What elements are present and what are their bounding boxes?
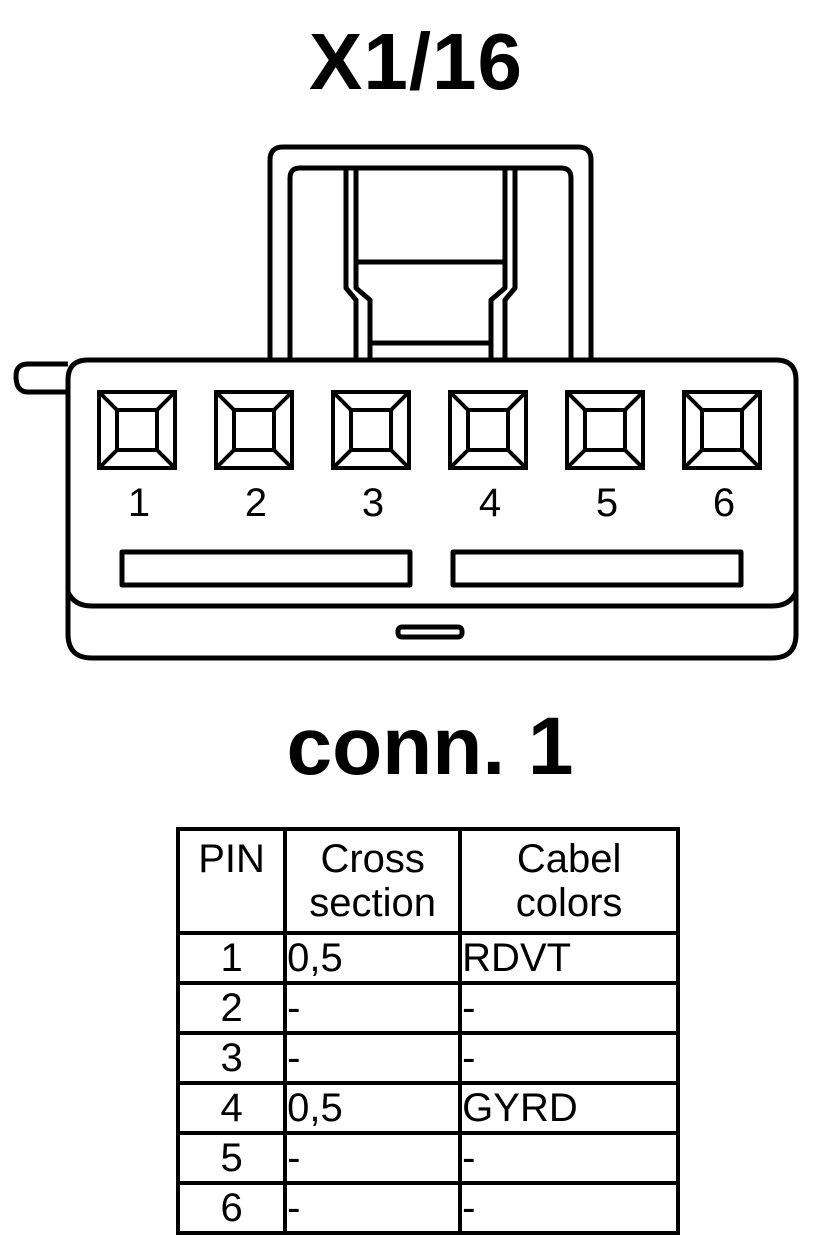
pin-number-cell: 2 — [175, 981, 288, 1035]
polarization-notch — [395, 624, 465, 640]
cross-section-cell: - — [283, 1131, 463, 1185]
bottom-slot — [450, 549, 744, 588]
latch-inner-frame — [287, 165, 574, 360]
table-row: 3 - - — [175, 1031, 680, 1085]
latch-tongue — [353, 262, 373, 360]
pin-cavity — [682, 390, 762, 470]
cross-section-cell: - — [283, 981, 463, 1035]
header-pin: PIN — [175, 827, 288, 935]
latch-tongue — [488, 262, 508, 360]
table-row: 6 - - — [175, 1181, 680, 1235]
connector-title: X1/16 — [308, 17, 524, 106]
connector-subtitle: conn. 1 — [286, 701, 574, 792]
table-header-row: PIN Cross section Cabel colors — [175, 827, 680, 935]
pin-table: PIN Cross section Cabel colors 1 0,5 RDV… — [175, 827, 680, 1235]
cable-color-cell: - — [458, 1131, 680, 1185]
table-row: 1 0,5 RDVT — [175, 931, 680, 985]
pin-cavity — [565, 390, 645, 470]
pin-cavity — [214, 390, 294, 470]
pin-number-cell: 4 — [175, 1081, 288, 1135]
cross-section-cell: 0,5 — [283, 1081, 463, 1135]
table-row: 4 0,5 GYRD — [175, 1081, 680, 1135]
cable-color-cell: - — [458, 1031, 680, 1085]
pin-number-cell: 1 — [175, 931, 288, 985]
cable-color-cell: GYRD — [458, 1081, 680, 1135]
header-cable-colors: Cabel colors — [458, 827, 680, 935]
pin-label: 1 — [128, 481, 150, 525]
table-row: 5 - - — [175, 1131, 680, 1185]
table-row: 2 - - — [175, 981, 680, 1035]
pin-label: 3 — [362, 481, 384, 525]
pin-label: 6 — [713, 481, 735, 525]
pin-cavity — [97, 390, 177, 470]
cable-color-cell: RDVT — [458, 931, 680, 985]
pin-cavity — [331, 390, 411, 470]
bottom-slot — [119, 549, 413, 588]
latch-tongue — [502, 262, 518, 360]
connector-diagram: 1 2 3 4 5 6 — [13, 144, 799, 661]
pin-number-cell: 6 — [175, 1181, 288, 1235]
housing-step — [65, 590, 799, 609]
cable-color-cell: - — [458, 981, 680, 1035]
cable-color-cell: - — [458, 1181, 680, 1235]
cross-section-cell: - — [283, 1181, 463, 1235]
pin-cavity — [448, 390, 528, 470]
pin-number-cell: 3 — [175, 1031, 288, 1085]
connector-housing — [65, 357, 799, 661]
cross-section-cell: - — [283, 1031, 463, 1085]
pin-number-cell: 5 — [175, 1131, 288, 1185]
cross-section-cell: 0,5 — [283, 931, 463, 985]
pin-label: 2 — [245, 481, 267, 525]
side-tab — [13, 361, 68, 395]
header-cross-section: Cross section — [283, 827, 463, 935]
pin-label: 4 — [479, 481, 501, 525]
pin-label: 5 — [596, 481, 618, 525]
latch-tongue — [343, 262, 359, 360]
latch-outer-frame — [267, 144, 594, 360]
